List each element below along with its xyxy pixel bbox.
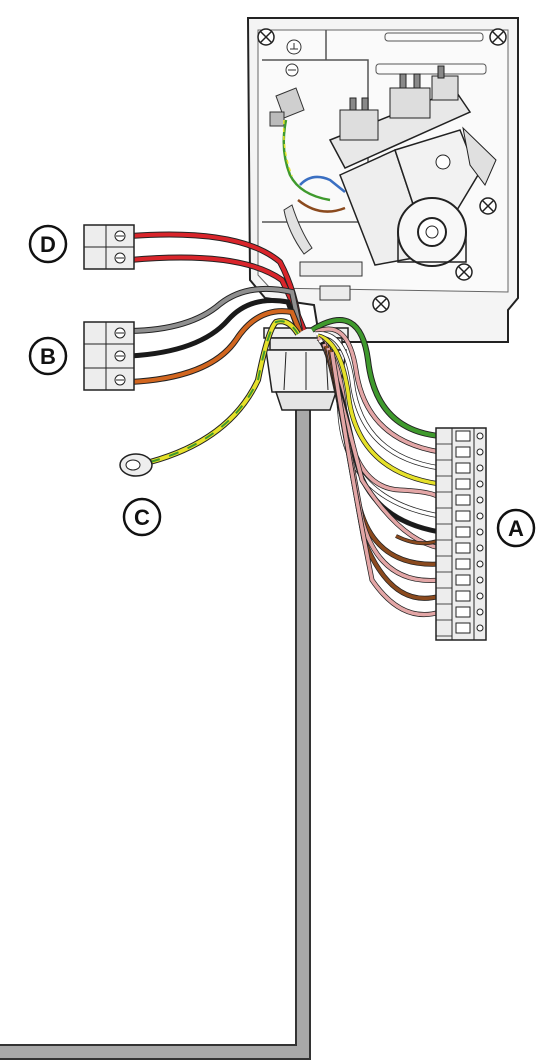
terminal-slot bbox=[455, 478, 471, 490]
terminal-slot bbox=[455, 510, 471, 522]
connector-block-b bbox=[83, 321, 135, 391]
terminal-slot bbox=[455, 526, 471, 538]
terminal-screw-icon bbox=[476, 512, 484, 520]
terminal-screw-icon bbox=[476, 464, 484, 472]
actuator-housing bbox=[246, 17, 519, 343]
screw-icon bbox=[455, 263, 473, 281]
screw-icon bbox=[489, 28, 507, 46]
earth-symbol-icon bbox=[285, 39, 302, 77]
terminal-slot bbox=[455, 574, 471, 586]
callout-a: A bbox=[496, 508, 536, 548]
terminal-screw-icon bbox=[476, 560, 484, 568]
terminal-screw-icon bbox=[476, 432, 484, 440]
screw-icon bbox=[257, 28, 275, 46]
terminal-screw-icon bbox=[476, 496, 484, 504]
terminal-screw-icon bbox=[476, 576, 484, 584]
main-cable bbox=[0, 390, 311, 1060]
terminal-slot bbox=[455, 606, 471, 618]
terminal-slot bbox=[455, 446, 471, 458]
terminal-screw-icon bbox=[476, 448, 484, 456]
terminal-wires-a bbox=[310, 317, 443, 618]
callout-d-label: D bbox=[40, 232, 56, 257]
terminal-screw-icon bbox=[476, 528, 484, 536]
callout-b-label: B bbox=[40, 344, 56, 369]
terminal-slot bbox=[455, 494, 471, 506]
callout-d: D bbox=[28, 224, 68, 264]
terminal-screw-icon bbox=[476, 608, 484, 616]
terminal-slot bbox=[455, 430, 471, 442]
terminal-screw-icon bbox=[476, 592, 484, 600]
terminal-slot bbox=[455, 590, 471, 602]
screw-icon bbox=[372, 295, 390, 313]
terminal-slot bbox=[455, 542, 471, 554]
callout-a-label: A bbox=[508, 516, 524, 541]
terminal-slot bbox=[455, 462, 471, 474]
cam-wheel bbox=[397, 197, 467, 267]
ring-terminal-c bbox=[119, 453, 153, 477]
terminal-screw-icon bbox=[476, 544, 484, 552]
terminal-slot bbox=[455, 558, 471, 570]
callout-c-label: C bbox=[134, 505, 150, 530]
callout-b: B bbox=[28, 336, 68, 376]
terminal-screw-icon bbox=[476, 624, 484, 632]
callout-c: C bbox=[122, 497, 162, 537]
terminal-strip-a bbox=[435, 427, 487, 641]
connector-block-d bbox=[83, 224, 135, 270]
screw-icon bbox=[479, 197, 497, 215]
terminal-slot bbox=[455, 622, 471, 634]
terminal-screw-icon bbox=[476, 480, 484, 488]
